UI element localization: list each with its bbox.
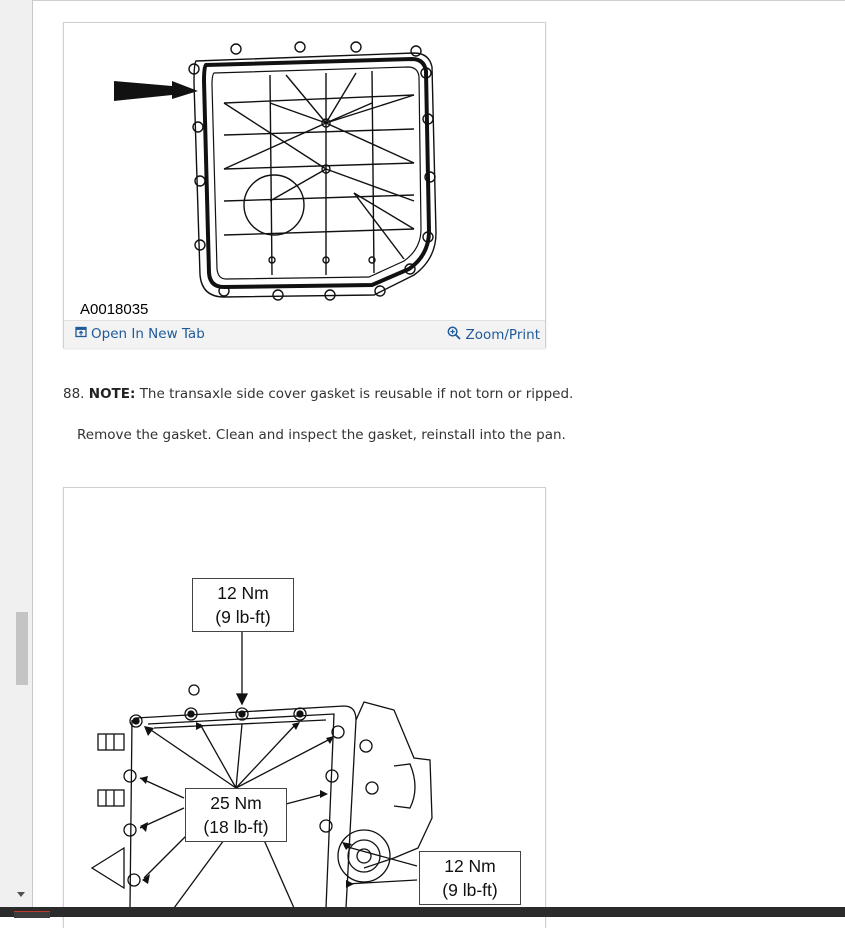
torque-callout-right: 12 Nm (9 lb-ft) — [419, 851, 521, 905]
torque-lbft: (9 lb-ft) — [215, 607, 271, 627]
side-cover-torque-illustration — [90, 631, 433, 908]
torque-lbft: (9 lb-ft) — [442, 880, 498, 900]
figure-id: A0018035 — [80, 301, 149, 318]
zoom-print-link[interactable]: Zoom/Print — [447, 326, 540, 344]
torque-nm: 12 Nm — [444, 856, 496, 876]
figure-card-torque: 12 Nm (9 lb-ft) 25 Nm (18 lb-ft) 12 Nm (… — [63, 487, 546, 928]
open-in-new-tab-link[interactable]: Open In New Tab — [75, 326, 205, 342]
figure-card-gasket: A0018035 Open In New Tab Zoom/Print — [63, 22, 546, 348]
zoom-print-label: Zoom/Print — [465, 327, 540, 343]
scrollbar-thumb[interactable] — [16, 612, 28, 685]
step-note: 88. NOTE: The transaxle side cover gaske… — [63, 386, 573, 402]
figure-footer: Open In New Tab Zoom/Print — [64, 320, 545, 348]
taskbar-app-button[interactable] — [14, 911, 50, 918]
torque-lbft: (18 lb-ft) — [203, 817, 269, 837]
scroll-down-arrow-icon[interactable] — [17, 892, 25, 897]
note-label: NOTE: — [88, 386, 136, 402]
top-divider — [33, 0, 845, 1]
torque-nm: 12 Nm — [217, 583, 269, 603]
zoom-icon — [447, 326, 462, 344]
gasket-illustration — [114, 41, 437, 301]
open-new-tab-icon — [75, 326, 87, 342]
open-in-new-tab-label: Open In New Tab — [91, 326, 205, 342]
torque-nm: 25 Nm — [210, 793, 262, 813]
note-text: The transaxle side cover gasket is reusa… — [139, 386, 574, 402]
left-scroll-rail[interactable] — [0, 0, 33, 907]
torque-callout-top: 12 Nm (9 lb-ft) — [192, 578, 294, 632]
torque-callout-middle: 25 Nm (18 lb-ft) — [185, 788, 287, 842]
step-number: 88. — [63, 386, 85, 402]
callout-arrow — [114, 81, 198, 101]
taskbar — [0, 907, 845, 918]
step-instruction: Remove the gasket. Clean and inspect the… — [77, 427, 566, 443]
